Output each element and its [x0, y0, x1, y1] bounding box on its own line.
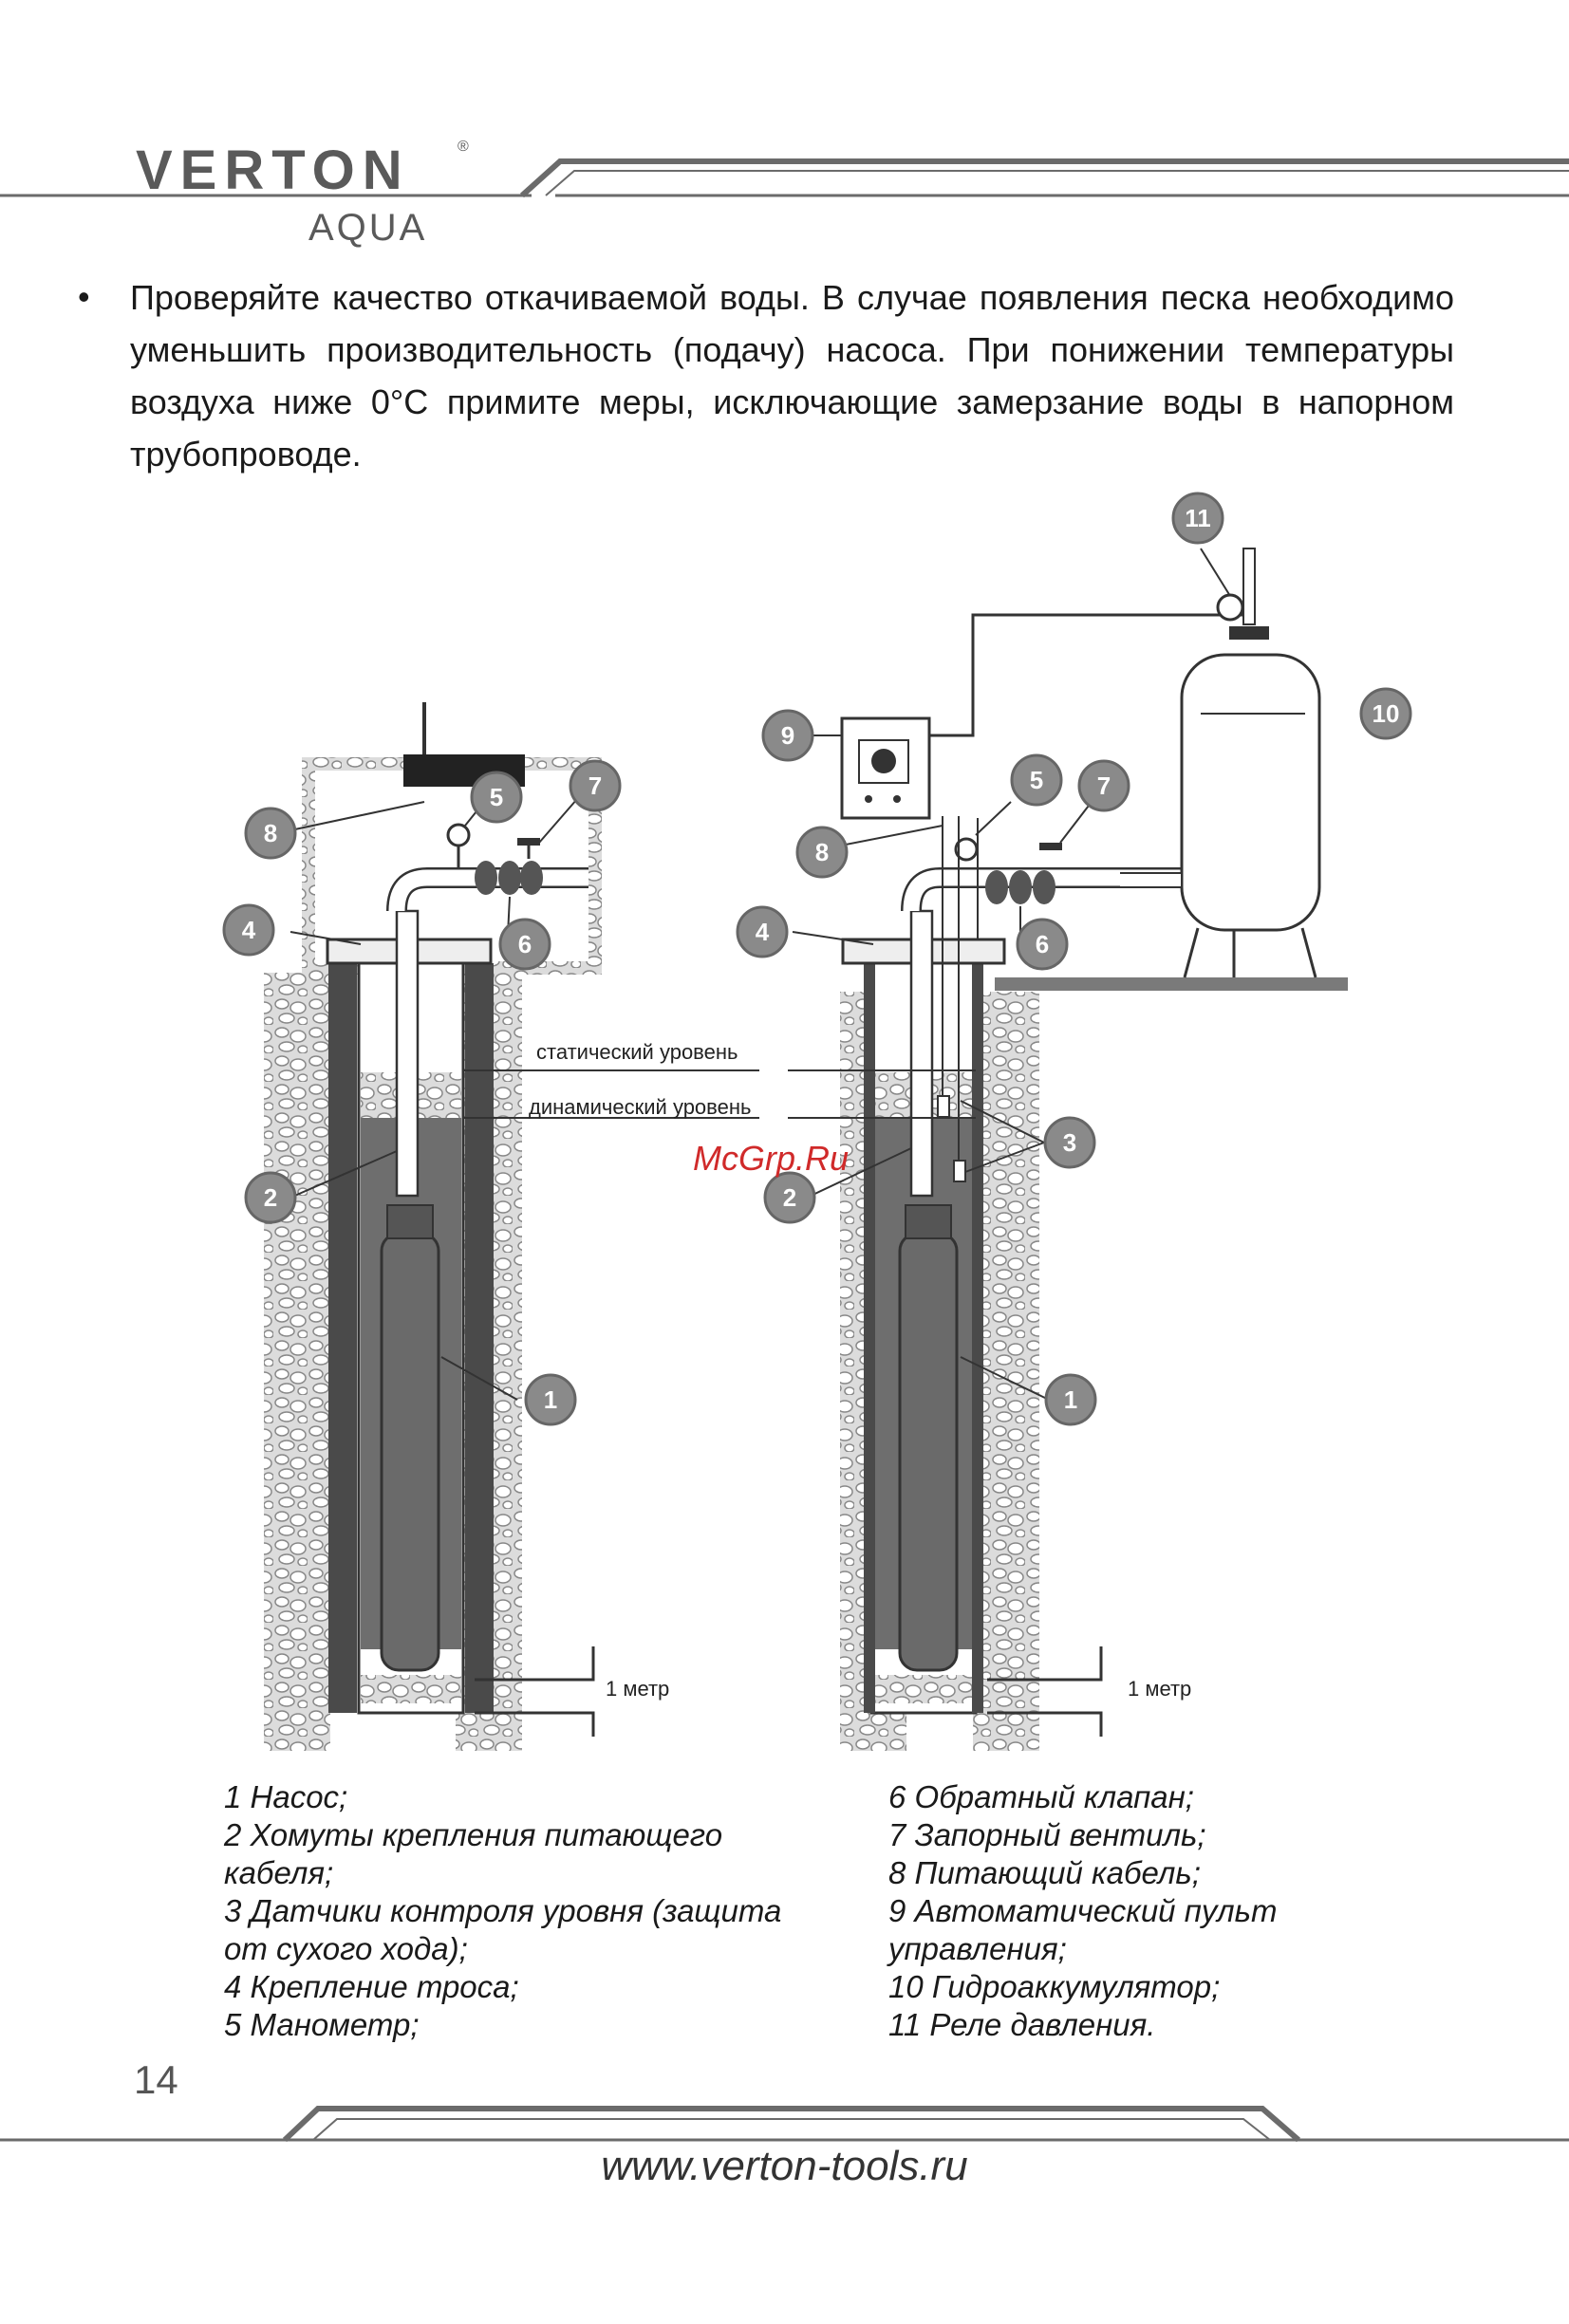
hydro-accumulator	[1180, 653, 1321, 932]
legend-left: 1 Насос; 2 Хомуты крепления питающего ка…	[224, 1778, 781, 2044]
bullet-mark: •	[78, 277, 90, 316]
badge-1-right: 1	[1044, 1373, 1097, 1426]
legend-item: 4 Крепление троса;	[224, 1969, 519, 2004]
static-level-label: статический уровень	[536, 1040, 738, 1064]
legend-item: кабеля;	[224, 1855, 334, 1890]
right-well	[788, 548, 1348, 1751]
svg-text:7: 7	[1097, 772, 1111, 800]
legend-item: 8 Питающий кабель;	[888, 1855, 1201, 1890]
ground-surface	[995, 977, 1348, 991]
svg-text:1: 1	[1064, 1385, 1077, 1414]
badge-6-right: 6	[1016, 918, 1069, 971]
footer-rule	[0, 2106, 1569, 2143]
body-paragraph: Проверяйте качество откачиваемой воды. В…	[130, 278, 1454, 474]
legend-right: 6 Обратный клапан; 7 Запорный вентиль; 8…	[888, 1778, 1277, 2044]
svg-text:8: 8	[815, 838, 829, 866]
svg-text:1: 1	[544, 1385, 557, 1414]
legend-item: управления;	[888, 1931, 1067, 1966]
svg-text:11: 11	[1185, 504, 1211, 532]
svg-text:10: 10	[1373, 699, 1400, 728]
legend-item: 3 Датчики контроля уровня (защита	[224, 1893, 782, 1928]
page-number: 14	[134, 2057, 178, 2102]
badge-5-right: 5	[1010, 753, 1063, 807]
left-well	[264, 702, 759, 1751]
badge-3: 3	[1043, 1116, 1096, 1169]
svg-text:5: 5	[490, 783, 503, 811]
svg-text:2: 2	[783, 1183, 796, 1212]
svg-text:2: 2	[264, 1183, 277, 1212]
pump	[380, 1232, 440, 1672]
badge-11: 11	[1171, 492, 1224, 545]
badge-2-left: 2	[244, 1171, 297, 1224]
svg-text:5: 5	[1030, 766, 1043, 794]
svg-text:4: 4	[756, 918, 770, 946]
svg-text:6: 6	[518, 930, 532, 958]
svg-text:8: 8	[264, 819, 277, 847]
meter-label-left: 1 метр	[606, 1677, 669, 1701]
svg-text:7: 7	[588, 772, 602, 800]
badge-7-left: 7	[569, 759, 622, 812]
dynamic-level-label: динамический уровень	[529, 1095, 751, 1119]
svg-text:6: 6	[1036, 930, 1049, 958]
shutoff-valve	[517, 838, 540, 846]
svg-text:4: 4	[242, 916, 256, 944]
soil-left	[264, 973, 330, 1751]
badge-1-left: 1	[524, 1373, 577, 1426]
header-rule	[0, 158, 1569, 198]
pump-right	[898, 1232, 959, 1672]
manometer	[446, 823, 471, 847]
legend-item: 11 Реле давления.	[888, 2007, 1156, 2042]
legend-item: 5 Манометр;	[224, 2007, 420, 2042]
watermark: McGrp.Ru	[693, 1139, 850, 1178]
badge-10: 10	[1359, 687, 1412, 740]
brand-logo: VERTON	[136, 139, 410, 201]
badge-8-right: 8	[795, 826, 849, 879]
legend-item: 2 Хомуты крепления питающего	[224, 1817, 723, 1852]
legend-item: 9 Автоматический пульт	[888, 1893, 1278, 1928]
badge-5-left: 5	[470, 771, 523, 824]
riser-pipe	[395, 909, 420, 1198]
check-valve	[498, 861, 521, 895]
product-line: AQUA	[308, 207, 428, 249]
svg-text:3: 3	[1063, 1128, 1076, 1157]
well-pit-wall	[302, 757, 602, 975]
badge-4-right: 4	[736, 905, 789, 958]
legend-item: 6 Обратный клапан;	[888, 1779, 1194, 1814]
badge-4-left: 4	[222, 903, 275, 957]
badge-2-right: 2	[763, 1171, 816, 1224]
svg-text:9: 9	[781, 721, 794, 750]
badge-7-right: 7	[1077, 759, 1130, 812]
pressure-switch	[1216, 593, 1244, 622]
badge-8-left: 8	[244, 807, 297, 860]
legend-item: 1 Насос;	[224, 1779, 348, 1814]
legend-item: 7 Запорный вентиль;	[888, 1817, 1206, 1852]
badge-9: 9	[761, 709, 814, 762]
callout-badges: 1 1 2 2 3 4 4 5 5 6 6 7 7 8 8 9 10 11	[222, 492, 1412, 1426]
legend-item: от сухого хода);	[224, 1931, 468, 1966]
level-sensor	[937, 1095, 950, 1118]
registered-mark: ®	[458, 139, 469, 155]
badge-6-left: 6	[498, 918, 551, 971]
legend-item: 10 Гидроаккумулятор;	[888, 1969, 1221, 2004]
website-url: www.verton-tools.ru	[601, 2143, 968, 2189]
meter-label-right: 1 метр	[1128, 1677, 1191, 1701]
